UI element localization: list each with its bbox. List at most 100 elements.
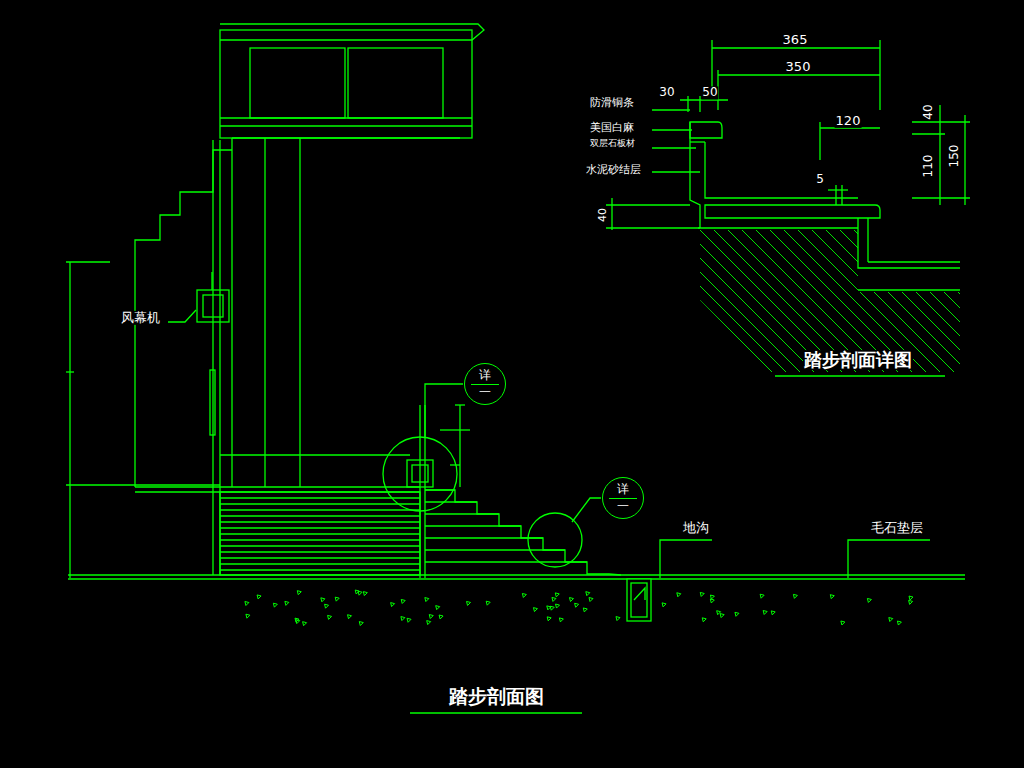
ground-aggregate: [425, 598, 429, 602]
ground-aggregate: [427, 621, 431, 625]
drawing-line: [220, 503, 420, 504]
ground-aggregate: [867, 598, 871, 602]
ground-aggregate: [325, 604, 329, 608]
ground-aggregate: [439, 615, 443, 619]
detail-title: 踏步剖面详图: [803, 350, 913, 370]
stair-profile: [425, 490, 621, 575]
drawing-line: [560, 230, 710, 380]
ground-aggregate: [401, 617, 405, 621]
ground-aggregate: [297, 591, 301, 595]
drawing-line: [425, 561, 587, 562]
ground-aggregate: [303, 622, 307, 626]
drawing-line: [966, 230, 1024, 380]
ground-aggregate: [522, 593, 526, 597]
drawing-line: [784, 230, 934, 380]
ground-aggregate: [363, 592, 367, 596]
ground-aggregate: [771, 611, 775, 615]
drawing-line: [910, 230, 1024, 380]
drawing-label: 防滑铜条: [589, 97, 635, 109]
drawing-label: 毛石垫层: [870, 521, 924, 535]
ground-aggregate: [359, 622, 363, 626]
ground-aggregate: [355, 590, 359, 594]
drawing-label: 风幕机: [120, 311, 161, 325]
ground-aggregate: [710, 595, 714, 599]
drawing-line: [630, 230, 780, 380]
ground-aggregate: [467, 601, 471, 605]
drawing-line: [952, 230, 1024, 380]
drawing-line: [220, 539, 420, 540]
drawing-label: 40: [922, 103, 935, 120]
drawing-label: 110: [922, 154, 935, 179]
ground-aggregate: [909, 596, 913, 600]
drawing-line: [220, 569, 420, 570]
ground-aggregate: [436, 606, 440, 610]
callout-divider: [609, 498, 637, 499]
drawing-label: 150: [948, 144, 961, 169]
ground-aggregate: [245, 602, 249, 606]
detail-callout: 详一: [602, 477, 644, 519]
ground-aggregate: [677, 593, 681, 597]
ground-aggregate: [700, 592, 704, 596]
ground-aggregate: [583, 608, 587, 612]
ground-aggregate: [735, 612, 739, 616]
drawing-label: 双层石板材: [589, 139, 636, 149]
drawing-line: [220, 515, 420, 516]
ground-aggregate: [257, 595, 261, 599]
ground-aggregate: [889, 618, 893, 622]
callout-text: 一: [479, 386, 491, 399]
drawing-label: 50: [701, 86, 718, 99]
ground-aggregate: [273, 603, 277, 607]
drawing-line: [770, 230, 920, 380]
ground-aggregate: [401, 599, 405, 603]
drawing-line: [672, 230, 822, 380]
drawing-line: [994, 230, 1024, 380]
drawing-line: [220, 497, 420, 498]
callout-divider: [471, 384, 499, 385]
drawing-line: [220, 509, 420, 510]
ground-aggregate: [486, 601, 490, 605]
drawing-line: [220, 521, 420, 522]
ground-aggregate: [348, 615, 352, 619]
drawing-line: [602, 230, 752, 380]
ground-aggregate: [533, 608, 537, 612]
ground-aggregate: [328, 615, 332, 619]
ground-aggregate: [556, 604, 560, 608]
callout-text: 一: [617, 500, 629, 513]
ground-aggregate: [555, 593, 559, 597]
drawing-line: [924, 230, 1024, 380]
drawing-label: 365: [782, 33, 809, 47]
ground-aggregate: [407, 618, 411, 622]
ground-aggregate: [246, 614, 250, 618]
ground-aggregate: [589, 598, 593, 602]
ground-aggregate: [552, 597, 556, 601]
drawing-line: [658, 230, 808, 380]
drawing-label: 美国白麻: [589, 122, 635, 134]
ground-aggregate: [720, 614, 724, 618]
ground-aggregate: [429, 615, 433, 619]
drawing-line: [220, 533, 420, 534]
drawing-title: 踏步剖面图: [448, 686, 545, 707]
ground-aggregate: [321, 598, 325, 602]
callout-text: 详: [479, 369, 491, 382]
drawing-line: [938, 230, 1024, 380]
drawing-label: 水泥砂结层: [585, 164, 642, 176]
ground-aggregate: [763, 610, 767, 614]
drawing-line: [220, 545, 420, 546]
ground-aggregate: [841, 621, 845, 625]
ground-aggregate: [710, 599, 714, 603]
drawing-line: [588, 230, 738, 380]
drawing-line: [896, 230, 1024, 380]
drawing-label: 350: [785, 60, 812, 74]
ground-aggregate: [569, 598, 573, 602]
callout-text: 详: [617, 483, 629, 496]
drawing-line: [980, 230, 1024, 380]
ground-aggregate: [335, 597, 339, 601]
drawing-line: [798, 230, 948, 380]
drawing-label: 40: [597, 207, 609, 223]
drawing-label: 30: [658, 86, 675, 99]
drawing-line: [644, 230, 794, 380]
ground-aggregate: [793, 594, 797, 598]
ground-aggregate: [285, 601, 289, 605]
ground-aggregate: [830, 595, 834, 599]
